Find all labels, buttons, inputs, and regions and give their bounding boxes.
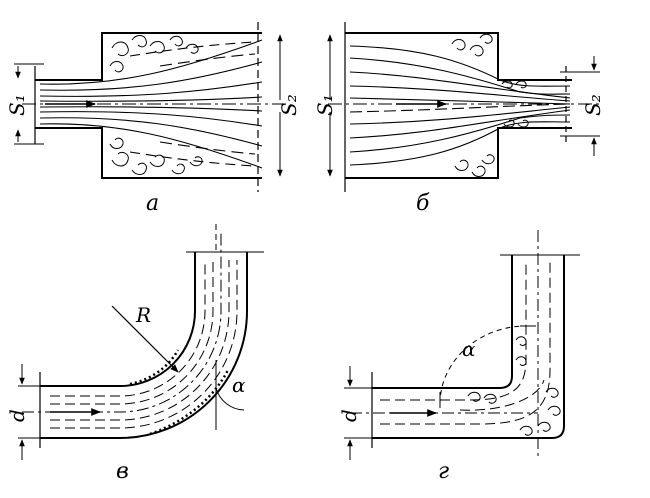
streamlines-a	[39, 39, 263, 169]
label-s1: S₁	[5, 94, 29, 116]
elbow-outer-wall	[372, 255, 565, 439]
panel-a-sudden-expansion: S₁ S₂ а	[5, 22, 301, 216]
panel-c-smooth-bend: R α d в	[5, 224, 264, 484]
caption-d: г	[438, 459, 449, 484]
angle-arc-d	[439, 325, 527, 405]
streamlines-c	[50, 260, 238, 429]
radius-arrow	[111, 305, 179, 373]
expansion-walls	[35, 32, 262, 179]
label-s2: S₂	[277, 94, 301, 116]
label-diameter-c: d	[5, 409, 29, 422]
label-s2-b: S₂	[581, 94, 605, 116]
caption-c: в	[116, 459, 129, 484]
caption-a: а	[146, 191, 159, 216]
panel-d-sharp-elbow: α d г	[337, 230, 580, 484]
panel-b-sudden-contraction: S₁ S₂ б	[313, 22, 605, 216]
streamlines-b	[349, 45, 571, 166]
eddies-a	[109, 35, 203, 175]
eddies-b	[451, 33, 529, 177]
caption-b: б	[416, 191, 430, 216]
separation-zone-inner	[129, 349, 180, 386]
label-s1-b: S₁	[313, 94, 337, 116]
bend-outer-wall	[40, 252, 248, 439]
eddies-d	[467, 336, 561, 436]
label-angle-d: α	[462, 337, 476, 361]
label-diameter-d: d	[337, 409, 361, 422]
label-radius: R	[135, 303, 151, 327]
contraction-walls	[345, 32, 572, 179]
angle-arc-c	[215, 387, 245, 411]
separation-zone-outer	[149, 369, 230, 436]
label-angle-c: α	[232, 373, 246, 397]
bend-centerline	[22, 230, 222, 413]
elbow-inner-wall	[372, 255, 513, 389]
